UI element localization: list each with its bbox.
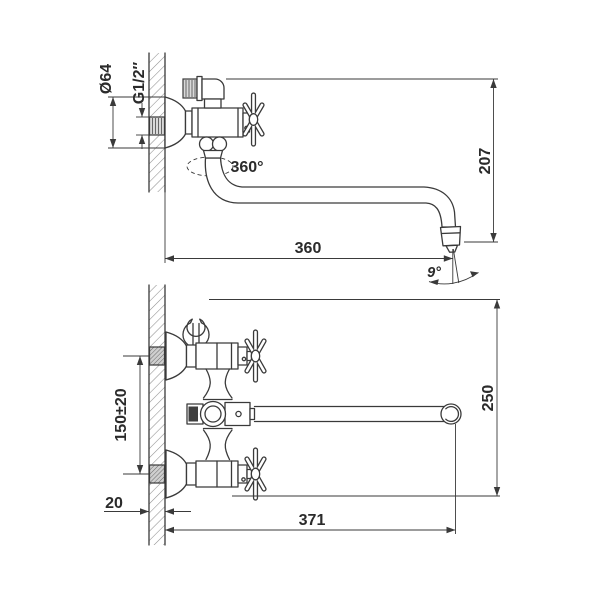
dim-wall-20: 20 bbox=[104, 495, 191, 515]
plan-view: 150±20 20 371 250 bbox=[104, 284, 501, 546]
side-view: Ø64 G1/2″ 207 360 bbox=[98, 52, 498, 285]
label-reach-360: 360 bbox=[295, 240, 322, 257]
cross-handle-upper bbox=[244, 329, 267, 383]
dim-height-250: 250 bbox=[209, 299, 501, 497]
escutcheon-neck bbox=[184, 110, 193, 135]
label-spacing: 150±20 bbox=[113, 388, 130, 441]
label-height-250: 250 bbox=[480, 385, 497, 412]
spout-hub bbox=[186, 400, 462, 428]
lower-valve bbox=[165, 447, 267, 501]
cross-handle-side bbox=[242, 92, 265, 147]
escutcheon-lower bbox=[165, 449, 188, 499]
aerator bbox=[439, 225, 462, 253]
handle-hub bbox=[248, 113, 259, 126]
handle-hub bbox=[250, 349, 261, 363]
shower-outlet bbox=[182, 75, 225, 109]
shower-elbow-pipe bbox=[203, 98, 222, 109]
handle-hub bbox=[250, 467, 261, 481]
body-tapers bbox=[202, 368, 233, 461]
upper-valve bbox=[165, 329, 267, 383]
label-angle-9: 9° bbox=[427, 265, 441, 281]
cross-handle-lower bbox=[244, 447, 267, 501]
shower-collar bbox=[196, 75, 203, 102]
label-thread: G1/2″ bbox=[131, 61, 148, 104]
dim-spacing-150: 150±20 bbox=[113, 355, 150, 475]
label-diameter: Ø64 bbox=[98, 64, 115, 94]
escutcheon-side bbox=[164, 96, 187, 149]
dim-thread-g12: G1/2″ bbox=[131, 61, 150, 149]
label-length-371: 371 bbox=[299, 512, 326, 529]
dim-length-371: 371 bbox=[165, 424, 456, 534]
valve-bonnet-upper bbox=[237, 346, 248, 366]
spout-bracket bbox=[224, 401, 251, 427]
dim-reach-360: 360 bbox=[164, 192, 453, 263]
dim-angle-9: 9° bbox=[427, 265, 479, 285]
label-height-207: 207 bbox=[477, 148, 494, 175]
label-wall-20: 20 bbox=[105, 495, 123, 512]
wall-section-side bbox=[148, 52, 166, 193]
valve-body-side bbox=[191, 107, 244, 138]
label-swivel-360: 360° bbox=[230, 159, 263, 176]
shower-elbow bbox=[201, 78, 225, 100]
wall-section-plan bbox=[148, 284, 166, 546]
dim-height-207: 207 bbox=[226, 78, 498, 243]
aerator-tip bbox=[445, 244, 459, 253]
water-stream bbox=[452, 248, 460, 284]
dim-diameter-64: Ø64 bbox=[98, 64, 166, 149]
swivel-nut bbox=[198, 136, 228, 159]
spout-collar bbox=[202, 149, 224, 159]
inlet-fitting-side bbox=[148, 116, 166, 136]
